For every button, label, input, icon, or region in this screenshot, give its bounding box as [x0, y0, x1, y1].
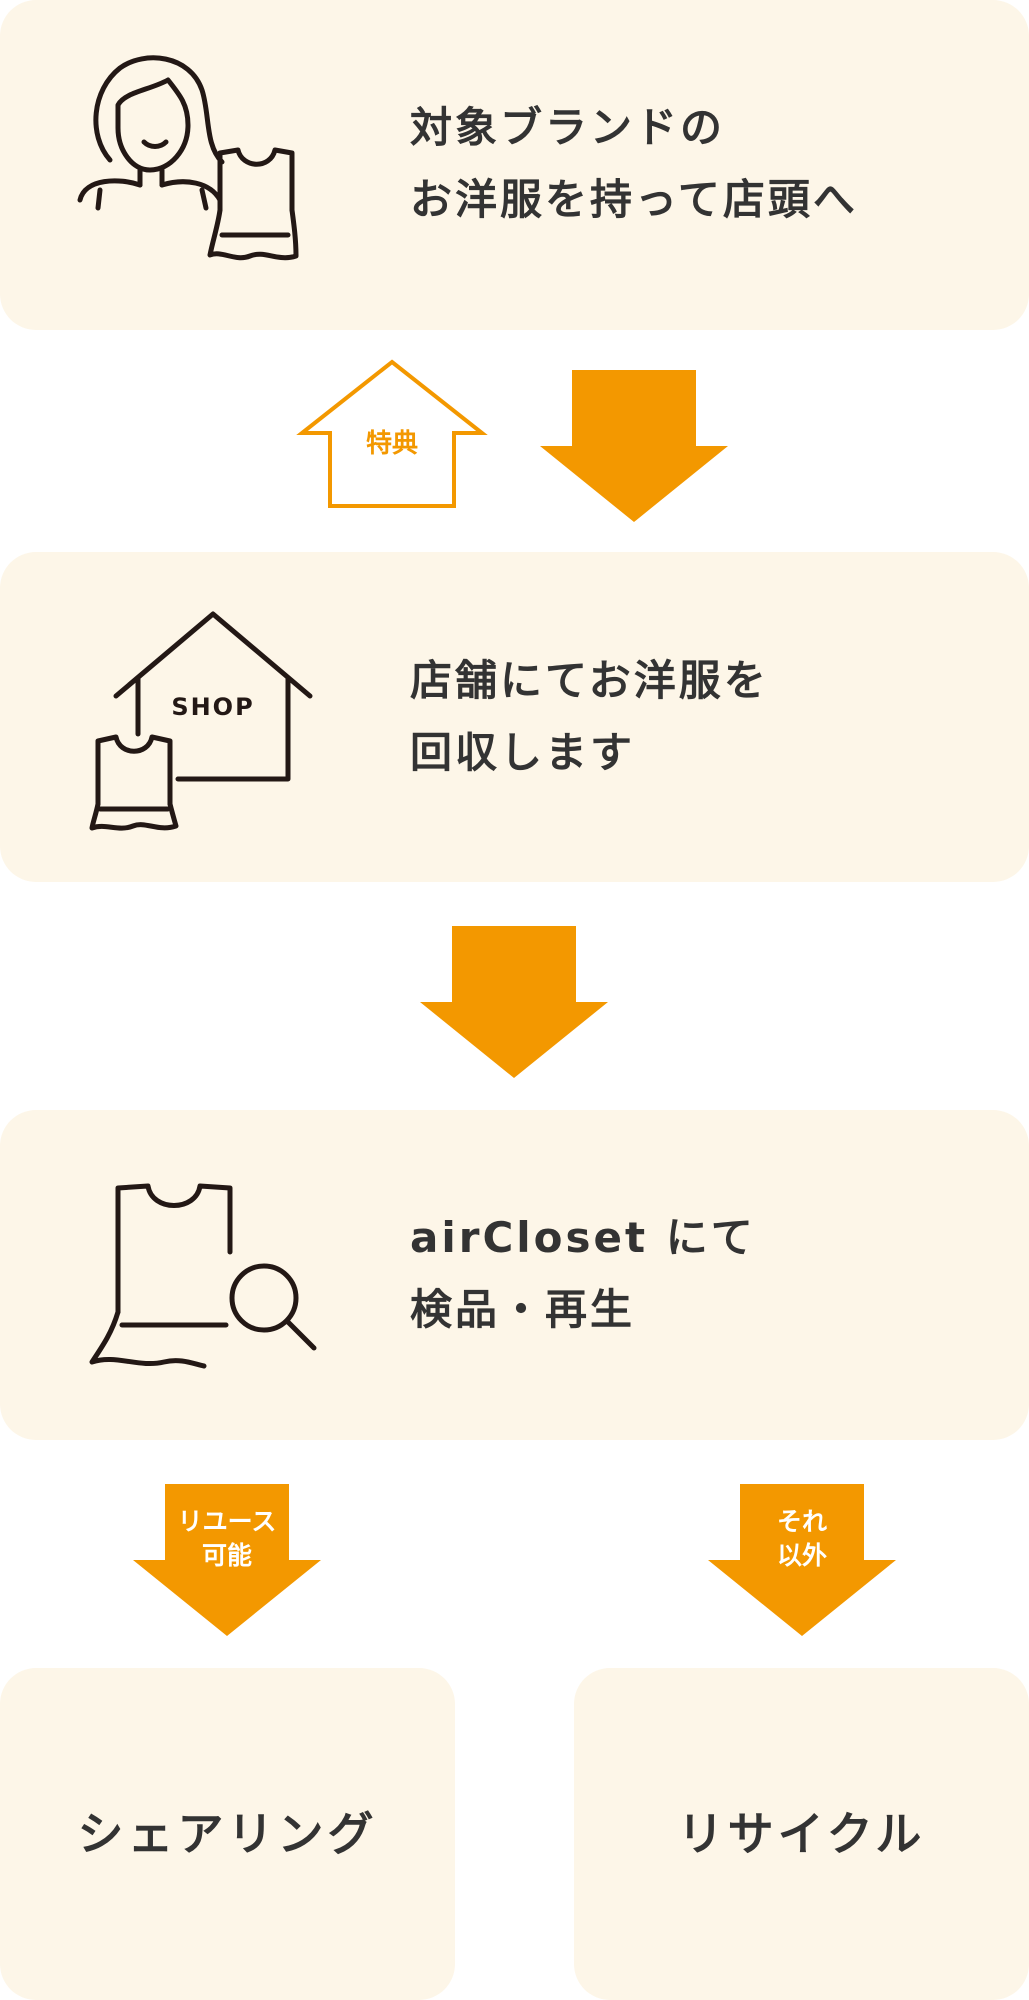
- shop-sign-label: SHOP: [171, 693, 254, 721]
- step-2-text: 店舗にてお洋服を 回収します: [410, 645, 769, 789]
- step-card-inspection: [0, 1110, 1029, 1440]
- benefit-up-arrow-icon: 特典: [296, 359, 488, 508]
- result-card-sharing: シェアリング: [0, 1668, 455, 2000]
- down-arrow-icon: [420, 926, 608, 1078]
- step-3-text: airCloset にて 検品・再生: [410, 1202, 756, 1346]
- down-arrow-icon: [540, 370, 728, 522]
- result-card-recycle: リサイクル: [574, 1668, 1029, 2000]
- sharing-label: シェアリング: [77, 1807, 378, 1861]
- shop-with-clothing-icon: SHOP: [89, 611, 313, 831]
- other-branch-arrow-icon: それ 以外: [708, 1484, 896, 1636]
- step-2-line-2: 回収します: [410, 728, 636, 777]
- reuse-label-line-2: 可能: [202, 1541, 252, 1570]
- benefit-label: 特典: [366, 428, 418, 459]
- step-1-text: 対象ブランドの お洋服を持って店頭へ: [410, 92, 858, 236]
- step-1-line-2: お洋服を持って店頭へ: [410, 175, 858, 224]
- step-2-line-1: 店舗にてお洋服を: [410, 656, 769, 705]
- reuse-branch-arrow-icon: リユース 可能: [133, 1484, 321, 1636]
- other-label-line-2: 以外: [777, 1541, 827, 1570]
- step-1-line-1: 対象ブランドの: [410, 103, 726, 152]
- clothing-inspection-icon: [89, 1183, 317, 1369]
- step-3-line-2: 検品・再生: [410, 1285, 636, 1334]
- other-label-line-1: それ: [777, 1507, 827, 1536]
- recycle-label: リサイクル: [677, 1807, 926, 1861]
- woman-with-clothing-icon: [77, 55, 299, 261]
- step-3-line-1: airCloset にて: [410, 1213, 756, 1262]
- reuse-label-line-1: リユース: [178, 1507, 277, 1536]
